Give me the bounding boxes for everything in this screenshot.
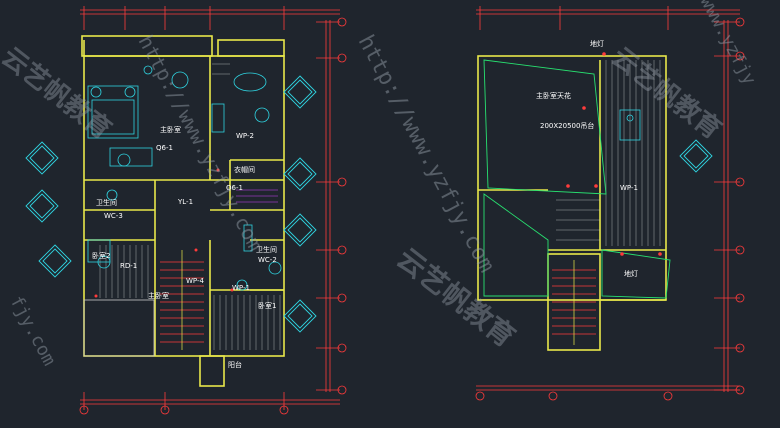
- top-light-label: 地灯: [590, 39, 604, 48]
- watermark-url-center: http://www.yzfjy.com: [353, 31, 499, 277]
- bedroom1-label: 卧室1: [258, 301, 276, 310]
- bath-right-label: 卫生间: [256, 245, 277, 254]
- watermark-brand-center: 云艺帆教育: [391, 242, 522, 354]
- ceiling-spec-label: 200X20500吊台: [540, 121, 594, 130]
- master-bedroom-code: Q6-1: [156, 144, 173, 152]
- bedroom-code: RD-1: [120, 262, 137, 270]
- bath-left-code: WC-3: [104, 212, 123, 220]
- watermark-url-corner: fjy.com: [6, 292, 60, 369]
- left-floor-plan: 主卧室 Q6-1 衣帽间 Q6-1 卫生间 WC-3 卧室2 RD-1 主卧室 …: [25, 6, 713, 415]
- wardrobe-label: 衣帽间: [234, 165, 255, 174]
- yl-code: YL-1: [177, 198, 193, 206]
- bottom-light-label: 地灯: [624, 269, 638, 278]
- master-room-bottom-label: 主卧室: [148, 291, 169, 300]
- balcony-label: 阳台: [228, 360, 242, 369]
- bath-right-code: WC-2: [258, 256, 277, 264]
- ceiling-label: 主卧室天花: [536, 91, 571, 100]
- master-bedroom-label: 主卧室: [160, 125, 181, 134]
- wardrobe-code: Q6-1: [226, 184, 243, 192]
- bath-left-label: 卫生间: [96, 198, 117, 207]
- bedroom2-label: 卧室2: [92, 251, 110, 260]
- wp1-code: WP-1: [232, 284, 250, 292]
- watermark-url-left: http://www.yzfjy.com: [134, 31, 268, 255]
- wp2-code: WP-2: [236, 132, 254, 140]
- right-floor-plan: 地灯 主卧室天花 200X20500吊台 WP-1 地灯: [475, 6, 745, 401]
- wp-code: WP-1: [620, 184, 638, 192]
- wp4-code: WP-4: [186, 277, 205, 285]
